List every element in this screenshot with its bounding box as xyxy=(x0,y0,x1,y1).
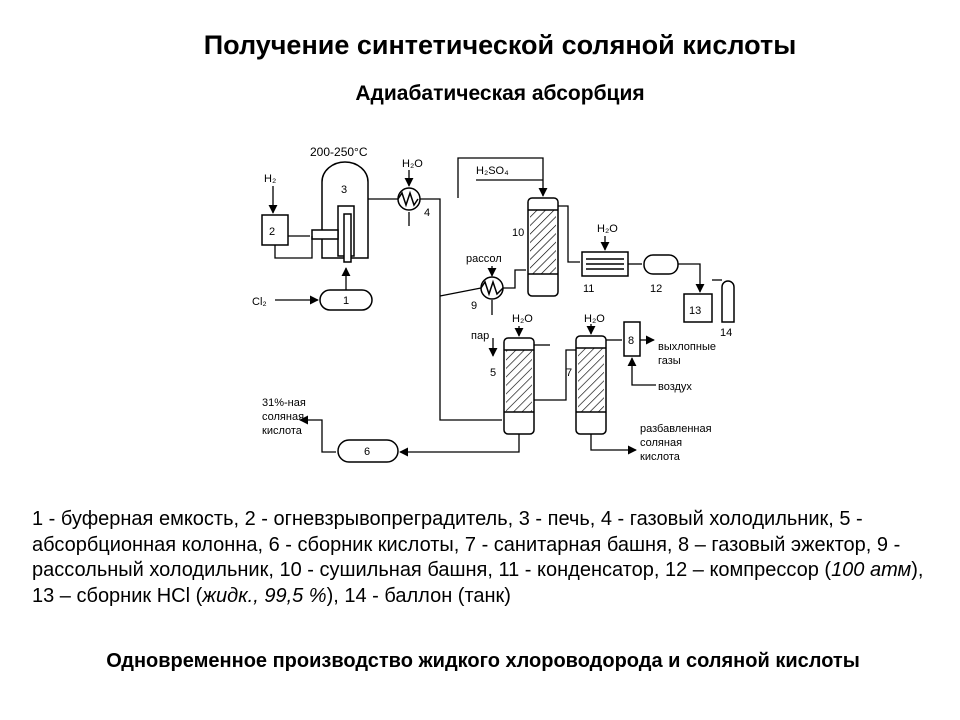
number-6: 6 xyxy=(364,446,370,458)
label-h2o-condenser: H₂O xyxy=(597,223,618,235)
compressor-12 xyxy=(643,254,679,275)
label-h2so4: H₂SO₄ xyxy=(476,165,509,177)
gas-ejector-8 xyxy=(623,321,641,357)
legend-pressure: 100 атм xyxy=(831,559,912,581)
number-4: 4 xyxy=(424,207,430,219)
number-11: 11 xyxy=(583,283,594,295)
cylinder-14 xyxy=(721,280,735,323)
label-h2o-cooler: H₂O xyxy=(402,158,423,170)
equipment-legend: 1 - буферная емкость, 2 - огневзрывопрег… xyxy=(32,507,942,609)
label-steam: пар xyxy=(471,330,489,342)
label-dilute-acid-3: кислота xyxy=(640,451,681,463)
page-title: Получение синтетической соляной кислоты xyxy=(203,30,797,60)
bottom-note: Одновременное производство жидкого хлоро… xyxy=(106,650,860,672)
number-8: 8 xyxy=(628,335,634,347)
legend-text-3: ), 14 - баллон (танк) xyxy=(326,584,511,607)
number-9: 9 xyxy=(471,300,477,312)
number-12: 12 xyxy=(650,283,662,295)
label-dilute-acid-2: соляная xyxy=(640,437,682,449)
legend-text-1: 1 - буферная емкость, 2 - огневзрывопрег… xyxy=(32,508,901,581)
flame-arrester-2 xyxy=(261,214,289,246)
number-5: 5 xyxy=(490,367,496,379)
number-2: 2 xyxy=(269,226,275,238)
label-product-acid-1: 31%-ная xyxy=(262,397,306,409)
label-product-acid-3: кислота xyxy=(262,425,303,437)
number-10: 10 xyxy=(512,227,524,239)
brine-cooler-9 xyxy=(480,276,504,300)
label-h2o-column-7: H₂O xyxy=(584,313,605,325)
number-3: 3 xyxy=(341,184,347,196)
number-13: 13 xyxy=(689,305,701,317)
label-h2o-column-5: H₂O xyxy=(512,313,533,325)
hcl-receiver-13 xyxy=(683,293,713,323)
label-temperature: 200-250°C xyxy=(310,145,368,159)
label-rassol: рассол xyxy=(466,253,502,265)
label-h2: H₂ xyxy=(264,173,276,185)
gas-cooler-4 xyxy=(397,187,421,211)
label-product-acid-2: соляная xyxy=(262,411,304,423)
label-exhaust-1: выхлопные xyxy=(658,341,716,353)
label-exhaust-2: газы xyxy=(658,355,681,367)
number-1: 1 xyxy=(343,295,349,307)
acid-collector-6 xyxy=(337,439,399,463)
process-flow-diagram: 200-250°C H₂ Cl₂ H₂O H₂SO₄ H₂O рассол H₂… xyxy=(252,145,735,463)
label-cl2: Cl₂ xyxy=(252,296,267,308)
number-14: 14 xyxy=(720,327,732,339)
legend-purity: жидк., 99,5 % xyxy=(202,584,327,607)
number-7: 7 xyxy=(566,367,572,379)
page-subtitle: Адиабатическая абсорбция xyxy=(355,82,645,105)
legend-text-2: ), 13 – сборник HCl ( xyxy=(32,559,924,607)
label-dilute-acid-1: разбавленная xyxy=(640,423,712,435)
label-air: воздух xyxy=(658,381,692,393)
